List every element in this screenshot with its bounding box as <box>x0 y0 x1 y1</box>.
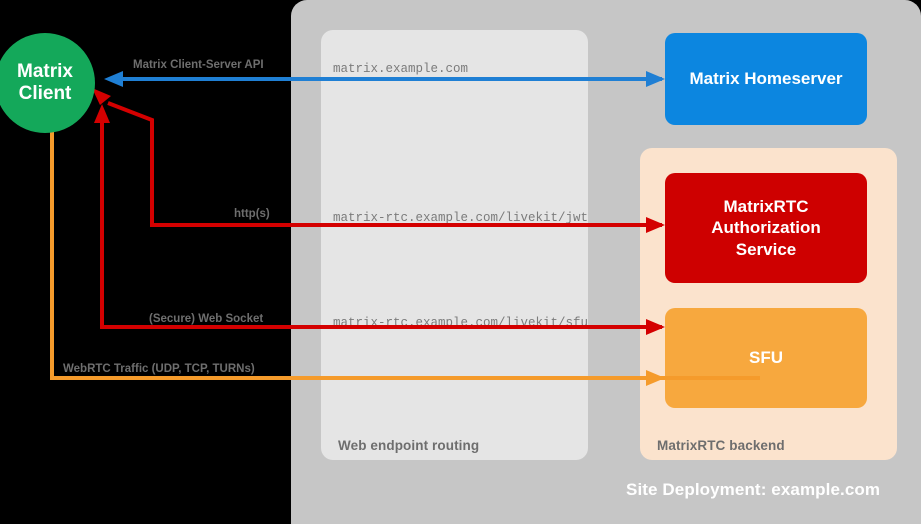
site-deployment-label: Site Deployment: example.com <box>626 480 881 499</box>
endpoint-url-livekit-jwt: matrix-rtc.example.com/livekit/jwt <box>333 211 589 225</box>
node-sfu-label: SFU <box>749 348 783 367</box>
client-line-2: Client <box>18 83 72 104</box>
node-matrixrtc-authorization-service[interactable]: MatrixRTC Authorization Service <box>665 173 867 283</box>
endpoint-url-livekit-sfu: matrix-rtc.example.com/livekit/sfu <box>333 316 589 330</box>
node-auth-service-label: MatrixRTC Authorization Service <box>711 196 821 260</box>
edge-label-webrtc-traffic: WebRTC Traffic (UDP, TCP, TURNs) <box>63 363 255 375</box>
node-matrix-homeserver[interactable]: Matrix Homeserver <box>665 33 867 125</box>
node-matrix-client-label: Matrix Client <box>17 61 73 105</box>
edge-label-secure-web-socket: (Secure) Web Socket <box>149 313 264 325</box>
node-matrix-client[interactable]: Matrix Client <box>0 33 95 133</box>
auth-line-1: MatrixRTC <box>723 197 809 217</box>
matrixrtc-backend-label: MatrixRTC backend <box>657 438 785 453</box>
auth-line-3: Service <box>735 239 797 259</box>
node-matrix-homeserver-label: Matrix Homeserver <box>689 69 843 88</box>
edge-label-https: http(s) <box>234 208 270 220</box>
endpoint-url-matrix: matrix.example.com <box>333 62 469 76</box>
web-endpoint-routing-panel <box>321 30 588 460</box>
node-sfu[interactable]: SFU <box>665 308 867 408</box>
web-endpoint-routing-label: Web endpoint routing <box>338 438 480 453</box>
auth-line-2: Authorization <box>711 218 821 238</box>
client-line-1: Matrix <box>17 61 73 83</box>
edge-label-matrix-client-server-api: Matrix Client-Server API <box>133 59 264 71</box>
